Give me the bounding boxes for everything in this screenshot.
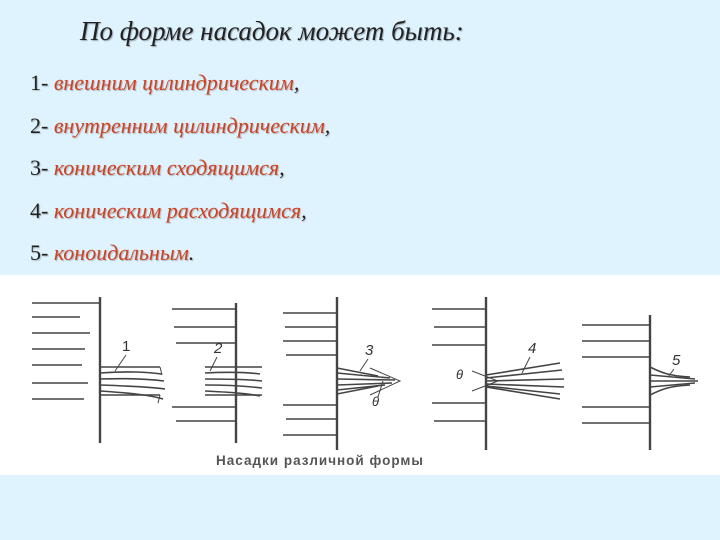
nozzle-type-list: 1- внешним цилиндрическим, 2- внутренним… [30, 62, 330, 275]
list-item: 1- внешним цилиндрическим, [30, 62, 330, 105]
item-punct: , [293, 70, 300, 95]
item-number: 1- [30, 70, 49, 95]
item-punct: , [301, 197, 307, 223]
nozzle-drawing: 1 2 3 θ 4 θ 5 [32, 297, 698, 450]
nozzle-5-conoidal [582, 315, 698, 450]
item-number: 4- [30, 197, 49, 223]
list-item: 5- коноидальным. [30, 232, 330, 275]
item-term: коноидальным [53, 240, 189, 265]
item-number: 3- [30, 155, 49, 180]
nozzle-3-converging-conical [283, 297, 402, 450]
item-term: внешним цилиндрическим [53, 70, 294, 95]
nozzle-1-external-cylindrical [32, 297, 166, 443]
label-2: 2 [213, 340, 223, 357]
item-punct: , [324, 112, 331, 138]
figure-caption: Насадки различной формы [216, 453, 424, 468]
item-number: 2- [30, 112, 49, 138]
label-5: 5 [672, 352, 681, 369]
item-term: коническим сходящимся [53, 155, 280, 180]
list-item: 2- внутренним цилиндрическим, [30, 105, 330, 148]
nozzle-figure: 1 2 3 θ 4 θ 5 Насадки различной формы [0, 275, 720, 475]
label-theta-3: θ [372, 394, 379, 409]
nozzle-2-internal-cylindrical [172, 303, 263, 443]
item-punct: . [188, 240, 195, 265]
label-3: 3 [365, 342, 374, 359]
label-4: 4 [528, 340, 536, 357]
list-item: 3- коническим сходящимся, [30, 147, 330, 190]
item-term: внутренним цилиндрическим [53, 112, 325, 138]
label-theta-4: θ [456, 367, 463, 382]
item-term: коническим расходящимся [53, 197, 302, 223]
slide-title: По форме насадок может быть: [80, 16, 464, 46]
item-punct: , [279, 155, 285, 180]
label-1: 1 [122, 338, 130, 355]
list-item: 4- коническим расходящимся, [30, 190, 330, 233]
nozzle-4-diverging-conical [432, 297, 565, 450]
item-number: 5- [30, 240, 49, 265]
